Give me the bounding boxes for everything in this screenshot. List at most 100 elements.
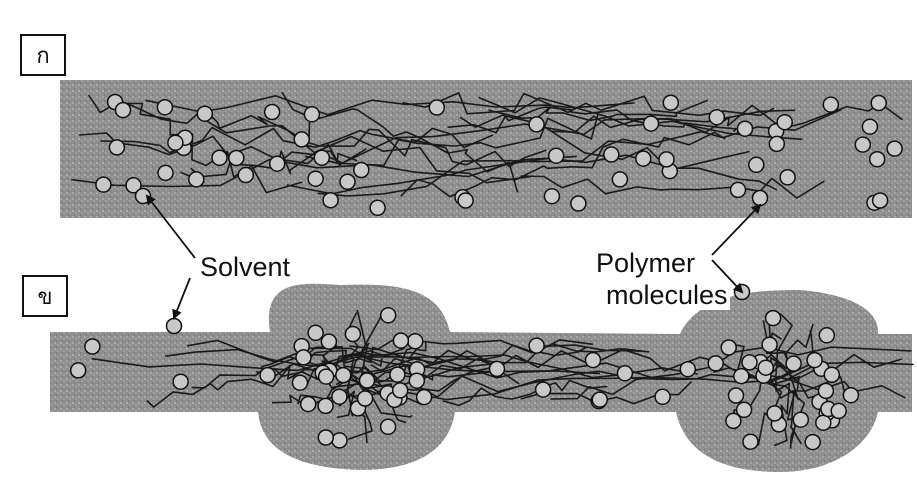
solvent-molecule	[819, 328, 834, 343]
solvent-molecule	[158, 165, 173, 180]
solvent-molecule	[871, 96, 886, 111]
solvent-molecule	[265, 105, 280, 120]
solvent-molecule	[549, 148, 564, 163]
solvent-molecule	[680, 362, 695, 377]
solvent-molecule	[604, 147, 619, 162]
solvent-molecule	[767, 406, 782, 421]
solvent-molecule	[762, 337, 777, 352]
solvent-molecule	[417, 390, 432, 405]
solvent-molecule	[458, 193, 473, 208]
solvent-molecule	[238, 168, 253, 183]
solvent-molecule	[636, 151, 651, 166]
solvent-molecule	[332, 433, 347, 448]
solvent-molecule	[157, 100, 172, 115]
solvent-molecule	[737, 402, 752, 417]
solvent-molecule	[709, 110, 724, 125]
solvent-molecule	[360, 373, 375, 388]
solvent-molecule	[85, 339, 100, 354]
solvent-molecule	[816, 415, 831, 430]
solvent-molecule	[136, 189, 151, 204]
solvent-molecule	[294, 132, 309, 147]
solvent-molecule	[731, 182, 746, 197]
solvent-molecule	[408, 334, 423, 349]
solvent-molecule	[655, 389, 670, 404]
solvent-molecule	[769, 136, 784, 151]
solvent-molecule	[393, 383, 408, 398]
solvent-molecule	[301, 397, 316, 412]
solvent-molecule	[586, 353, 601, 368]
solvent-molecule	[318, 398, 333, 413]
solvent-molecule	[304, 107, 319, 122]
solvent-molecule	[612, 172, 627, 187]
polymer-label-line1: Polymer	[594, 248, 697, 278]
panel-a-film	[60, 80, 912, 218]
solvent-molecule	[168, 135, 183, 150]
solvent-molecule	[758, 360, 773, 375]
solvent-molecule	[96, 177, 111, 192]
solvent-molecule	[529, 338, 544, 353]
solvent-molecule	[824, 367, 839, 382]
solvent-molecule	[663, 95, 678, 110]
solvent-molecule	[729, 388, 744, 403]
solvent-molecule	[592, 392, 607, 407]
solvent-molecule	[805, 435, 820, 450]
solvent-molecule	[260, 368, 275, 383]
solvent-molecule	[319, 369, 334, 384]
solvent-molecule	[823, 97, 838, 112]
solvent-molecule	[738, 121, 753, 136]
solvent-molecule	[571, 196, 586, 211]
solvent-molecule	[793, 412, 808, 427]
solvent-molecule	[786, 356, 801, 371]
solvent-molecule	[753, 191, 768, 206]
solvent-molecule	[780, 170, 795, 185]
solvent-molecule	[734, 369, 749, 384]
solvent-molecule	[766, 311, 781, 326]
solvent-molecule	[644, 116, 659, 131]
solvent-molecule	[229, 151, 244, 166]
panel-a-label: ก	[20, 34, 66, 76]
solvent-molecule	[831, 403, 846, 418]
solvent-molecule	[308, 171, 323, 186]
solvent-label: Solvent	[198, 252, 292, 282]
solvent-molecule	[855, 137, 870, 152]
solvent-molecule	[742, 355, 757, 370]
solvent-molecule	[743, 434, 758, 449]
solvent-molecule	[381, 308, 396, 323]
solvent-molecule	[870, 152, 885, 167]
solvent-molecule	[314, 150, 329, 165]
solvent-molecule	[358, 391, 373, 406]
solvent-molecule	[354, 163, 369, 178]
solvent-molecule	[71, 363, 86, 378]
solvent-molecule	[381, 419, 396, 434]
solvent-molecule	[308, 325, 323, 340]
solvent-molecule	[390, 367, 405, 382]
solvent-molecule	[807, 353, 822, 368]
solvent-molecule	[167, 319, 182, 334]
solvent-molecule	[429, 100, 444, 115]
solvent-molecule	[544, 189, 559, 204]
solvent-molecule	[749, 157, 764, 172]
solvent-molecule	[721, 340, 736, 355]
solvent-molecule	[323, 193, 338, 208]
solvent-molecule	[409, 373, 424, 388]
solvent-molecule	[318, 430, 333, 445]
solvent-molecule	[336, 368, 351, 383]
solvent-arrow-bottom	[174, 278, 190, 318]
solvent-molecule	[332, 389, 347, 404]
polymer-label-line2: molecules	[604, 280, 730, 310]
solvent-molecule	[393, 333, 408, 348]
solvent-molecule	[873, 193, 888, 208]
solvent-molecule	[109, 140, 124, 155]
solvent-molecule	[212, 150, 227, 165]
solvent-molecule	[536, 382, 551, 397]
solvent-molecule	[777, 115, 792, 130]
solvent-molecule	[370, 200, 385, 215]
solvent-molecule	[887, 141, 902, 156]
solvent-molecule	[173, 374, 188, 389]
panel-b-film	[50, 284, 914, 472]
panel-b-label: ข	[22, 275, 68, 317]
solvent-molecule	[862, 119, 877, 134]
solvent-molecule	[340, 174, 355, 189]
